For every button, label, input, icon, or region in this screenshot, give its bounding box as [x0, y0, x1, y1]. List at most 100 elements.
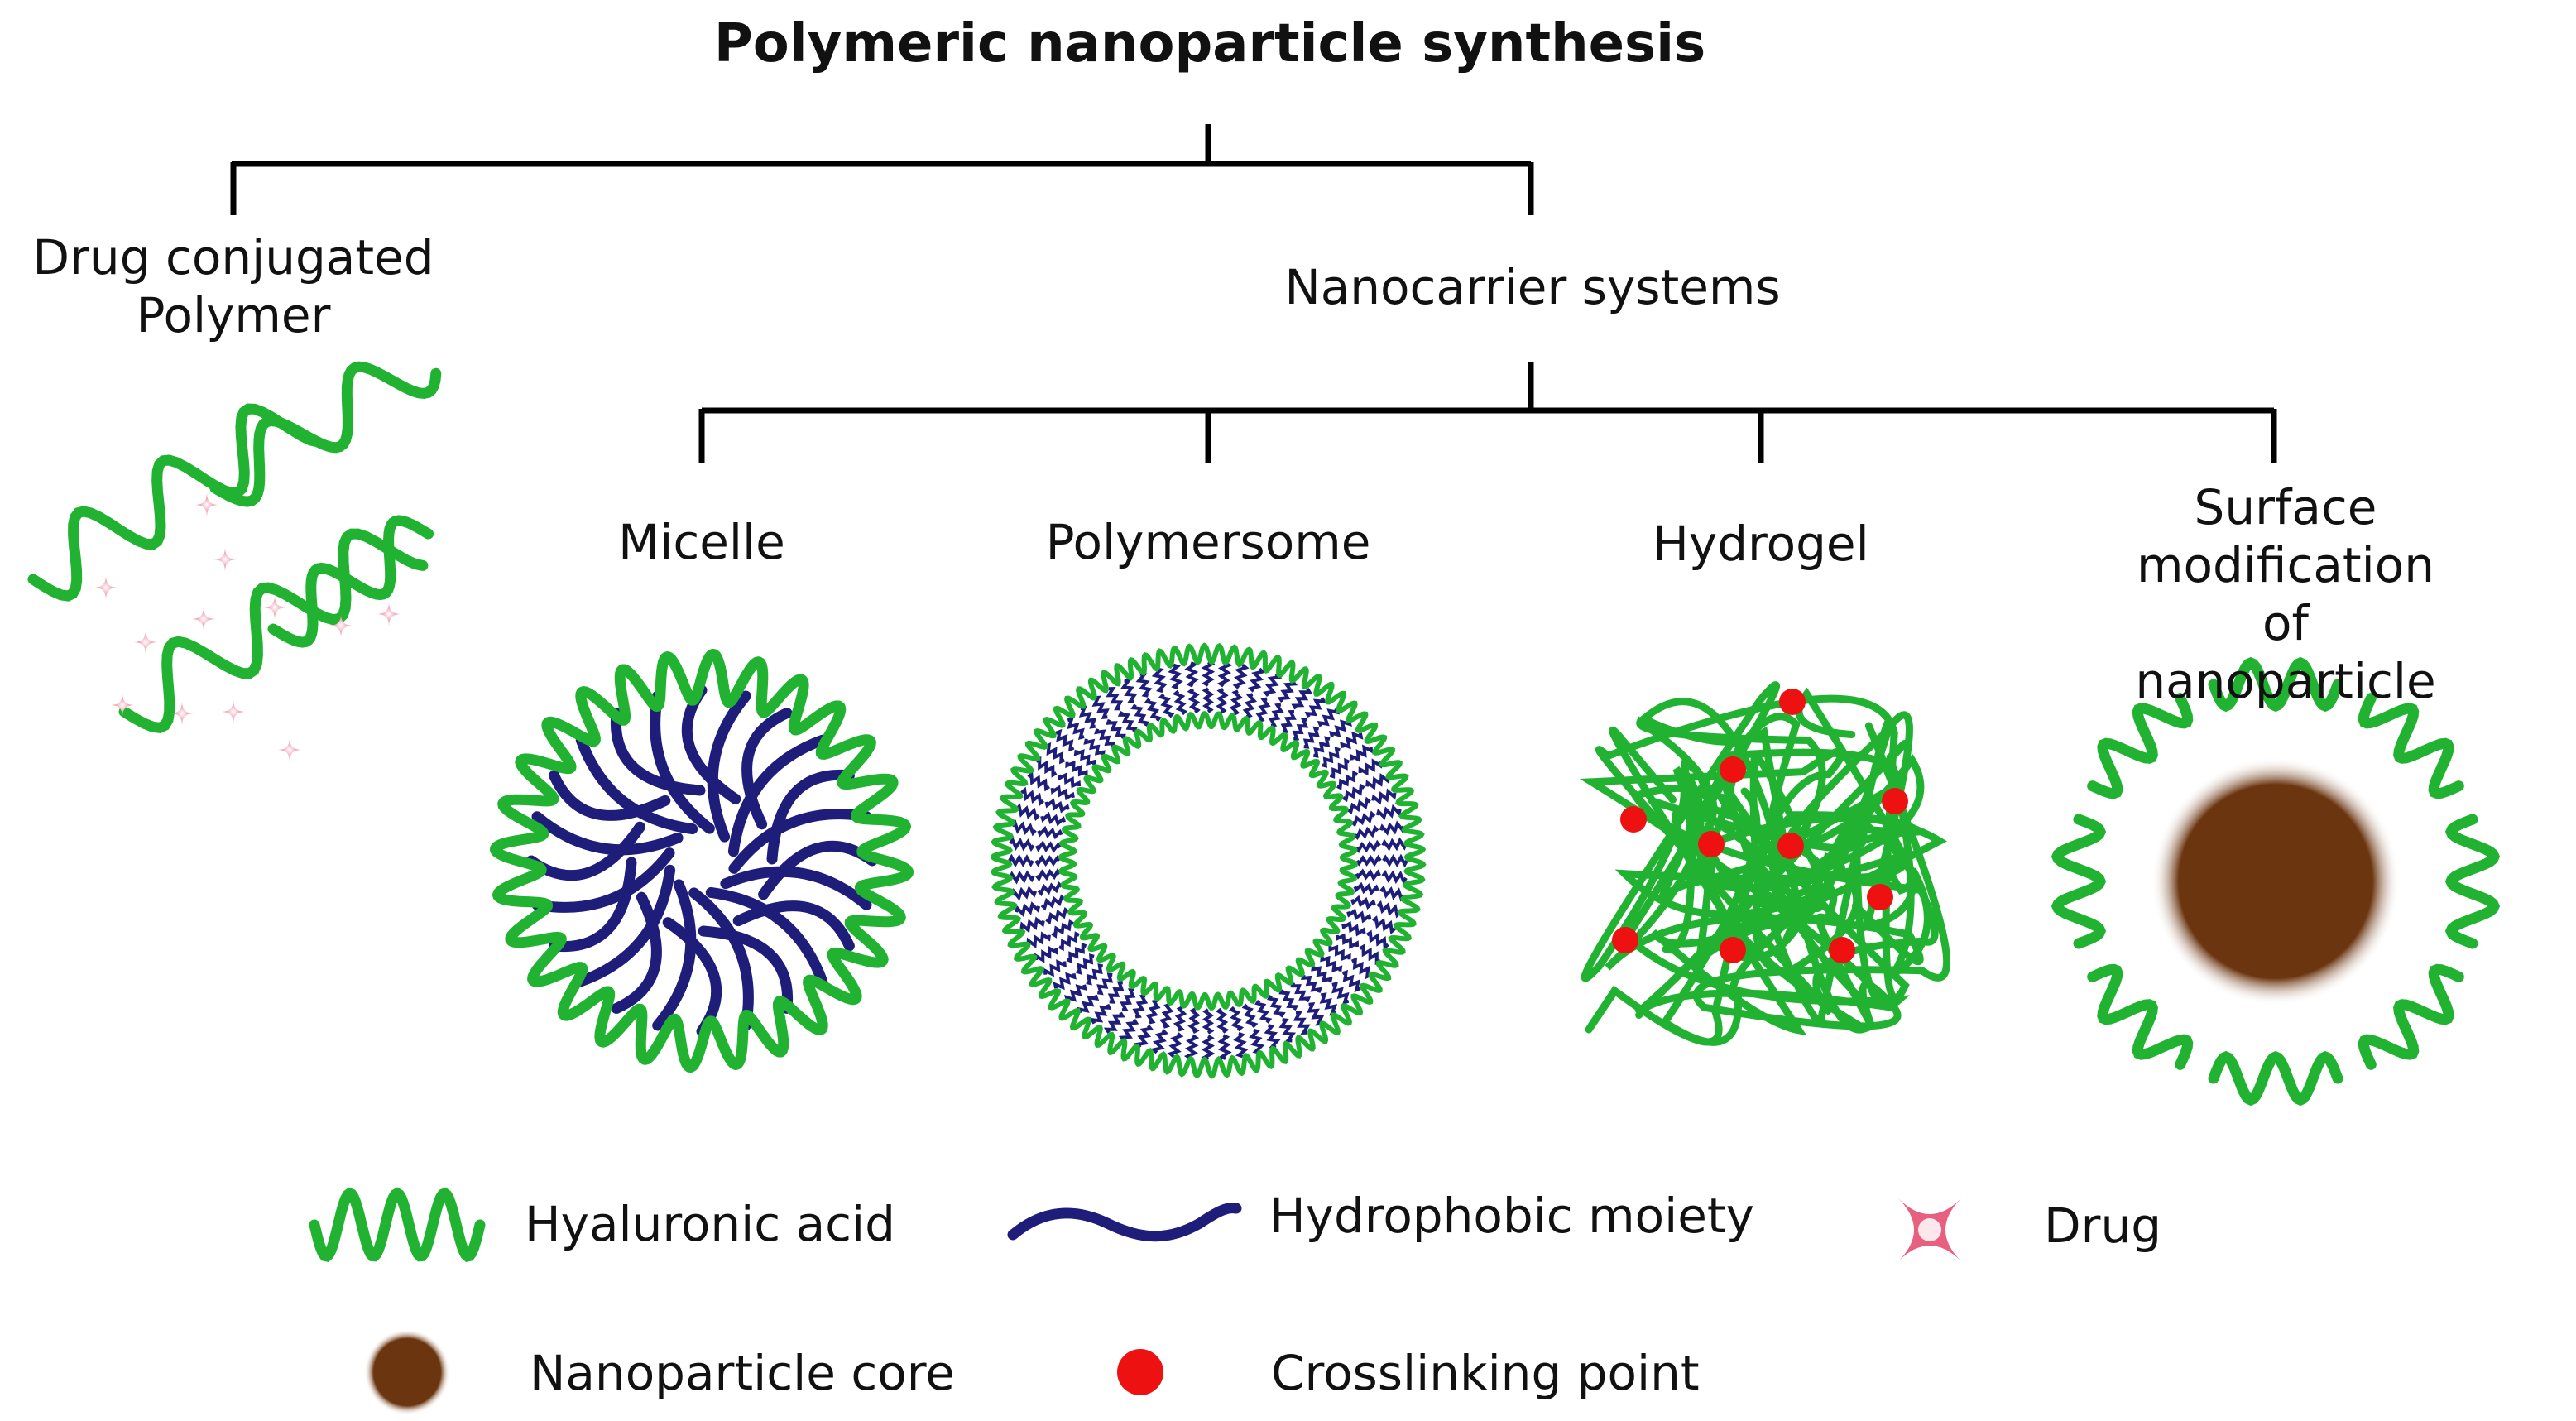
hydrophobic-chain: [732, 900, 855, 952]
micelle-label: Micelle: [618, 514, 785, 570]
hydrophobic-chain: [531, 811, 684, 856]
bilayer-chain: [1019, 916, 1045, 934]
bilayer-chain: [1255, 697, 1271, 723]
drug-marker: [213, 548, 237, 571]
crosslinking-point: [1777, 833, 1804, 859]
bilayer-chain: [1346, 796, 1371, 814]
bilayer-chain: [1118, 1019, 1139, 1042]
drug-marker: [377, 602, 401, 626]
drug-marker: [222, 700, 245, 723]
hydrophobic-chain: [741, 708, 793, 830]
bilayer-chain: [1379, 820, 1406, 836]
bilayer-chain: [1335, 933, 1360, 949]
branch-drug-conjugated-label: Drug conjugated Polymer: [32, 229, 434, 343]
drug-marker: [278, 738, 301, 761]
bilayer-chain: [1355, 839, 1381, 853]
bilayer-chain: [1241, 1003, 1259, 1029]
bilayer-chain: [1371, 915, 1396, 935]
legend-crosslinking-point-label: Crosslinking point: [1271, 1345, 1700, 1401]
legend-hydrophobic-moiety-icon: [1007, 1203, 1242, 1242]
bilayer-chain: [1107, 981, 1125, 1004]
bilayer-chain: [1057, 772, 1082, 789]
bilayer-chain: [1268, 703, 1284, 727]
hydrophobic-chain: [705, 886, 828, 987]
hydrophobic-chain: [707, 690, 751, 843]
bilayer-chain: [1034, 854, 1061, 867]
bilayer-chain: [1341, 969, 1361, 993]
bilayer-chain: [1247, 667, 1266, 693]
bilayer-chain: [1329, 757, 1350, 779]
bilayer-chain: [1167, 1032, 1184, 1058]
hydrophobic-chain: [728, 809, 872, 874]
bilayer-chain: [1168, 663, 1183, 690]
bilayer-chain: [1187, 1007, 1201, 1034]
bilayer-chain: [1355, 854, 1382, 867]
bilayer-chain: [1350, 895, 1376, 910]
bilayer-chain: [1091, 695, 1110, 719]
bilayer-chain: [1201, 1035, 1216, 1061]
drug-marker: [111, 694, 134, 717]
bilayer-chain: [1055, 728, 1075, 752]
bilayer-chain: [1044, 742, 1066, 765]
bilayer-chain: [1173, 1006, 1187, 1032]
bilayer-chain: [1346, 908, 1372, 924]
hydrogel-strand: [1659, 722, 1950, 1046]
legend-drug-label: Drug: [2044, 1198, 2162, 1254]
bilayer-chain: [1322, 747, 1341, 768]
bilayer-chain: [1083, 738, 1106, 756]
surface-hyaluronic-chain: [2051, 814, 2107, 949]
bilayer-chain: [1266, 995, 1286, 1018]
bilayer-chain: [1027, 771, 1050, 792]
bilayer-chain: [1067, 716, 1085, 740]
hydrophobic-chain: [698, 925, 794, 1014]
diagram-title: Polymeric nanoparticle synthesis: [713, 13, 1706, 74]
surface-hyaluronic-chain: [2087, 693, 2194, 799]
bilayer-chain: [1317, 708, 1341, 727]
hydrophobic-chain: [652, 879, 697, 1031]
hydrophobic-chain: [575, 864, 676, 987]
crosslinking-point: [1829, 937, 1855, 963]
bilayer-chain: [1106, 687, 1124, 711]
bilayer-chain: [1263, 673, 1283, 698]
bilayer-chain: [1040, 811, 1066, 827]
bilayer-chain: [1293, 1011, 1311, 1035]
bilayer-chain: [1130, 703, 1150, 727]
bilayer-chain: [1034, 945, 1058, 963]
surface-hyaluronic-chain: [2358, 693, 2464, 799]
bilayer-chain: [1249, 1028, 1265, 1054]
bilayer-chain: [1376, 900, 1402, 919]
surface-modification-label: Surface modification of nanoparticle: [2135, 479, 2436, 709]
bilayer-chain: [1366, 929, 1389, 951]
drug-marker: [192, 607, 215, 631]
drug-marker: [170, 702, 194, 725]
hyaluronic-acid-chain: [27, 403, 324, 602]
bilayer-chain: [1035, 840, 1062, 853]
bilayer-chain: [1172, 689, 1188, 716]
bilayer-chain: [1094, 728, 1115, 747]
bilayer-chain: [1073, 749, 1096, 766]
hydrophobic-chain: [650, 690, 715, 834]
bilayer-chain: [1355, 868, 1381, 881]
bilayer-chain: [1216, 688, 1229, 714]
bilayer-chain: [1078, 705, 1097, 729]
bilayer-chain: [1350, 957, 1372, 980]
bilayer-chain: [1278, 1018, 1297, 1043]
bilayer-chain: [1328, 944, 1351, 962]
bilayer-chain: [1304, 697, 1327, 718]
bilayer-chain: [1145, 999, 1161, 1025]
bilayer-chain: [1151, 667, 1168, 694]
surface-hyaluronic-chain: [2208, 1050, 2343, 1107]
hydrophobic-chain: [575, 734, 698, 835]
branch-nanocarrier-label: Nanocarrier systems: [1284, 259, 1781, 315]
polymersome-illustration: [990, 642, 1427, 1079]
hydrophobic-chain: [549, 857, 637, 953]
bilayer-chain: [1228, 1006, 1245, 1032]
bilayer-chain: [1216, 1007, 1230, 1034]
bilayer-chain: [1301, 974, 1322, 993]
bilayer-chain: [1015, 803, 1040, 822]
bilayer-chain: [1158, 1003, 1174, 1029]
bilayer-chain: [1103, 1011, 1125, 1034]
bilayer-chain: [1050, 785, 1075, 801]
bilayer-chain: [1350, 744, 1374, 762]
